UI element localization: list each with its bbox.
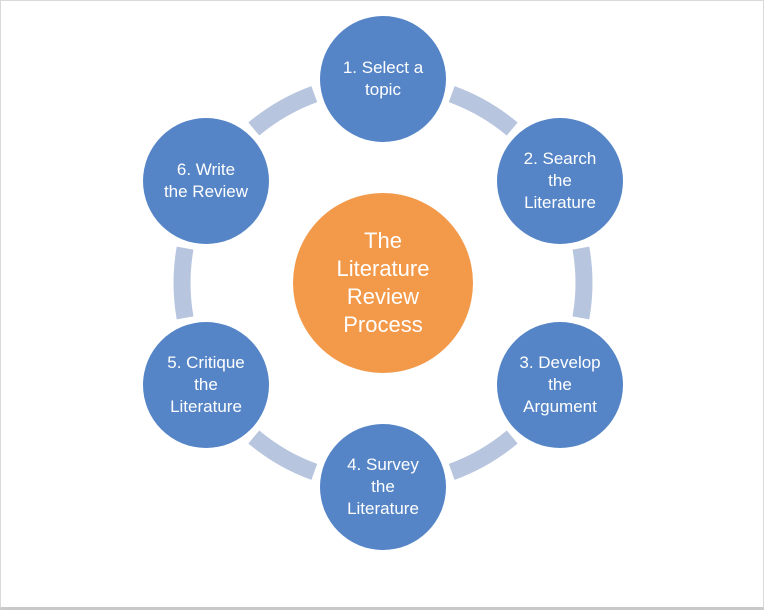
- step-label-4: 4. Survey the Literature: [347, 455, 419, 518]
- step-circle-1: 1. Select a topic: [320, 16, 446, 142]
- step-circle-3: 3. Develop the Argument: [497, 322, 623, 448]
- step-label-5: 5. Critique the Literature: [167, 353, 245, 416]
- step-circle-4: 4. Survey the Literature: [320, 424, 446, 550]
- step-circle-6: 6. Write the Review: [143, 118, 269, 244]
- cycle-ring-arc: [248, 86, 318, 136]
- cycle-ring-arc: [572, 246, 593, 320]
- step-label-2: 2. Search the Literature: [523, 149, 597, 212]
- cycle-ring-arc: [448, 430, 518, 480]
- cycle-ring-arc: [448, 86, 518, 136]
- cycle-ring-arc: [173, 246, 194, 320]
- step-label-1: 1. Select a topic: [342, 58, 424, 99]
- cycle-ring-arc: [248, 430, 318, 480]
- center-circle: The Literature Review Process: [293, 193, 473, 373]
- step-label-3: 3. Develop the Argument: [519, 353, 601, 416]
- center-label: The Literature Review Process: [336, 228, 430, 337]
- step-circle-5: 5. Critique the Literature: [143, 322, 269, 448]
- step-circle-2: 2. Search the Literature: [497, 118, 623, 244]
- step-label-6: 6. Write the Review: [163, 160, 249, 201]
